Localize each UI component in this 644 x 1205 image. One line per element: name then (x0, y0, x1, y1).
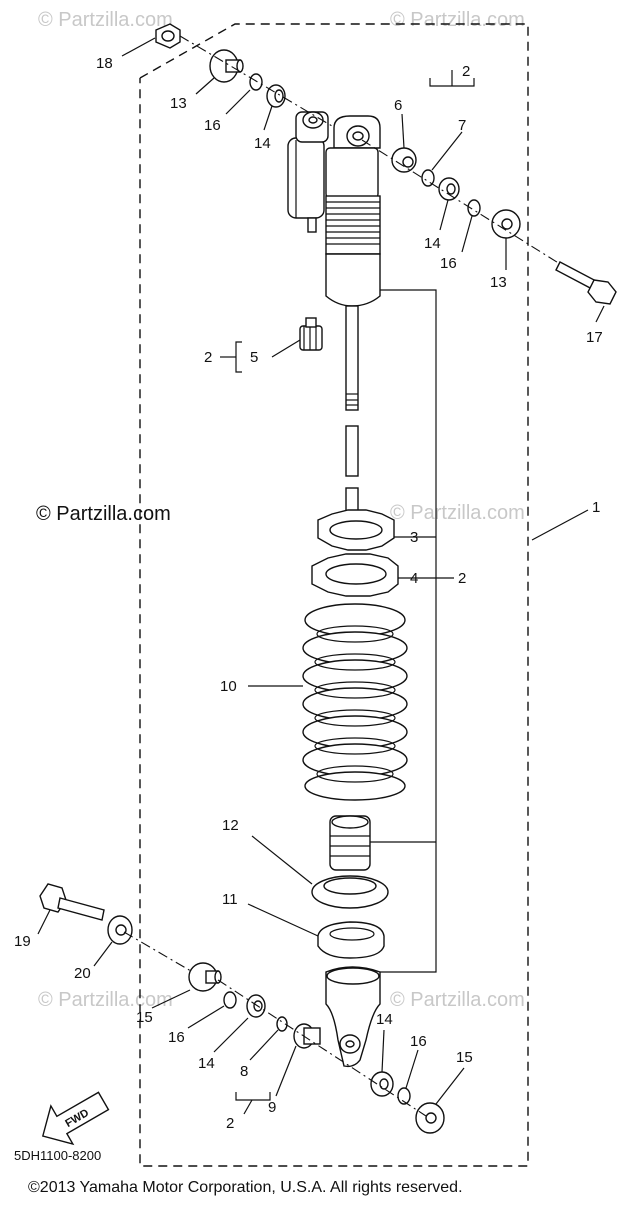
axis-bottom (217, 979, 427, 1117)
callout-2-top: 2 (462, 63, 470, 80)
spring-10 (302, 603, 408, 801)
callout-11: 11 (222, 891, 238, 908)
callout-2-bottom: 2 (226, 1115, 234, 1132)
ring-8 (276, 1016, 288, 1032)
watermark-bottom-left: © Partzilla.com (38, 989, 173, 1011)
callout-10: 10 (220, 678, 237, 695)
assembly-boundary (139, 23, 529, 1167)
callout-14-top: 14 (254, 135, 271, 152)
callout-6: 6 (394, 97, 402, 114)
shock-reservoir (287, 111, 329, 233)
washer-16-left (223, 991, 237, 1009)
watermark-top-right: © Partzilla.com (390, 9, 525, 31)
callout-13-top: 13 (170, 95, 187, 112)
watermark-mid-right: © Partzilla.com (390, 502, 525, 524)
bolt-19 (39, 883, 105, 921)
callout-16-left: 16 (168, 1029, 185, 1046)
callout-16-bottom-right: 16 (410, 1033, 427, 1050)
callout-4: 4 (410, 570, 418, 587)
washer-16-top (249, 73, 263, 91)
callout-14-bottom-right: 14 (376, 1011, 393, 1028)
callout-12: 12 (222, 817, 239, 834)
washer-20 (107, 915, 133, 945)
watermark-bottom-right: © Partzilla.com (390, 989, 525, 1011)
collar-6 (391, 147, 417, 173)
lower-clevis (325, 966, 381, 1068)
callout-20: 20 (74, 965, 91, 982)
ring-7 (421, 169, 435, 187)
collar-9 (293, 1023, 321, 1049)
callout-16-top: 16 (204, 117, 221, 134)
collar-13-right (491, 209, 521, 239)
bearing-14-top (266, 84, 286, 108)
diagram-code: 5DH1100-8200 (14, 1148, 101, 1163)
bump-stopper (329, 815, 371, 871)
callout-15-left: 15 (136, 1009, 153, 1026)
callout-8: 8 (240, 1063, 248, 1080)
bearing-14-left (246, 994, 266, 1018)
bolt-18-nut (155, 23, 181, 49)
callout-9: 9 (268, 1099, 276, 1116)
callout-18: 18 (96, 55, 113, 72)
spring-stopper-11 (317, 921, 385, 959)
callout-19: 19 (14, 933, 31, 950)
bolt-17 (555, 261, 617, 305)
copyright-text: ©2013 Yamaha Motor Corporation, U.S.A. A… (28, 1179, 463, 1196)
locknut-3 (317, 509, 395, 551)
callout-15-right: 15 (456, 1049, 473, 1066)
collar-13-top (209, 49, 244, 83)
callout-14-left: 14 (198, 1055, 215, 1072)
washer-16-bottom-right (397, 1087, 411, 1105)
watermark-top-left: © Partzilla.com (38, 9, 173, 31)
adjuster-5 (299, 317, 323, 351)
bearing-14-right (438, 177, 460, 201)
shock-body (325, 115, 381, 307)
callout-3: 3 (410, 529, 418, 546)
callout-16-right: 16 (440, 255, 457, 272)
axis-top-right (361, 139, 561, 265)
callout-5: 5 (250, 349, 258, 366)
collar-15-left (188, 962, 222, 992)
leader-lines (37, 37, 605, 1115)
callout-2-right: 2 (458, 570, 466, 587)
shock-rod (345, 305, 359, 411)
callout-1: 1 (592, 499, 600, 516)
callout-7: 7 (458, 117, 466, 134)
fwd-arrow-icon: FWD (41, 1091, 110, 1146)
adjust-nut-4 (311, 553, 399, 597)
callout-14-right: 14 (424, 235, 441, 252)
callout-17: 17 (586, 329, 603, 346)
axis-top-left (179, 35, 333, 127)
axis-bottom-left (123, 931, 197, 975)
rod-extension (345, 425, 359, 477)
spring-guide-12 (311, 875, 389, 909)
callout-2-mid: 2 (204, 349, 212, 366)
watermark-main: © Partzilla.com (36, 503, 171, 525)
collar-15-right (415, 1102, 445, 1134)
callout-13-right: 13 (490, 274, 507, 291)
